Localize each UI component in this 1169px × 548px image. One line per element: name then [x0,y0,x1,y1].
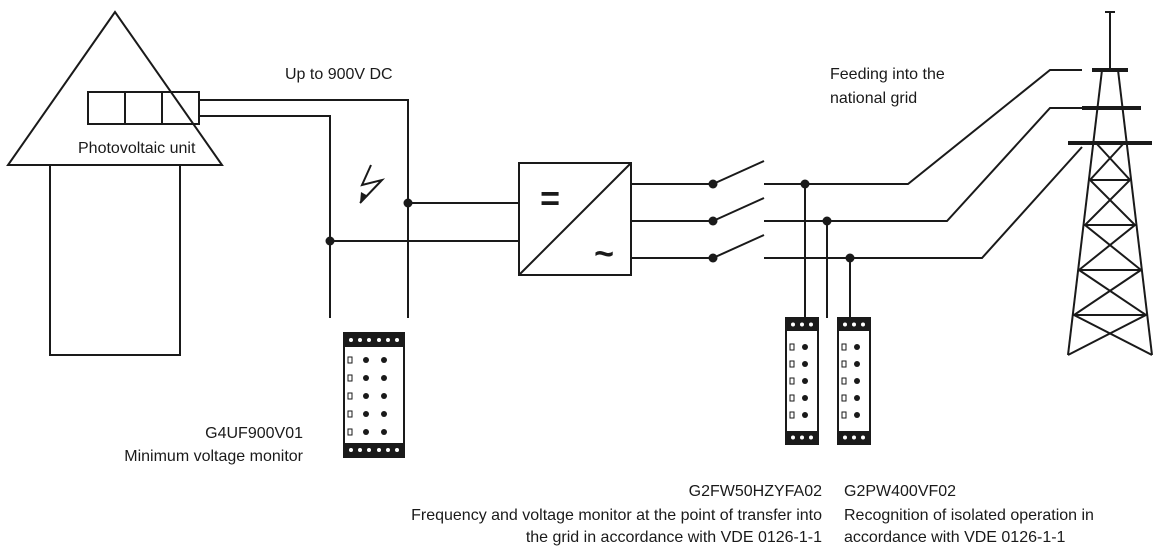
relay-module-g2fw50hzyfa02 [785,317,819,445]
device-desc-g2fw50hzyfa02-line1: Frequency and voltage monitor at the poi… [411,507,822,524]
device-desc-g2pw400vf02-line1: Recognition of isolated operation in [844,507,1094,524]
grid-label-line1: Feeding into the [830,66,945,83]
ac-symbol: ~ [594,235,614,273]
device-desc-g4uf900v01: Minimum voltage monitor [124,448,303,465]
dc-voltage-label: Up to 900V DC [285,66,393,83]
house-body [49,164,181,356]
relay-module-g4uf900v01 [343,332,405,458]
device-model-g2fw50hzyfa02: G2FW50HZYFA02 [689,483,822,500]
device-desc-g2fw50hzyfa02-line2: the grid in accordance with VDE 0126-1-1 [526,529,822,546]
house [6,10,224,356]
dc-symbol: = [540,180,560,218]
device-desc-g2pw400vf02-line2: accordance with VDE 0126-1-1 [844,529,1066,546]
pv-panel [87,91,200,125]
ac-lines [631,69,1083,318]
device-model-g2pw400vf02: G2PW400VF02 [844,483,956,500]
lightning-icon [359,164,386,204]
power-pylon-icon [1067,11,1153,356]
grid-label-line2: national grid [830,90,917,107]
device-model-g4uf900v01: G4UF900V01 [205,425,303,442]
junction-dots [325,179,855,263]
pv-unit-label: Photovoltaic unit [78,140,196,157]
inverter [518,162,632,276]
dc-wires [199,99,519,318]
relay-module-g2pw400vf02 [837,317,871,445]
